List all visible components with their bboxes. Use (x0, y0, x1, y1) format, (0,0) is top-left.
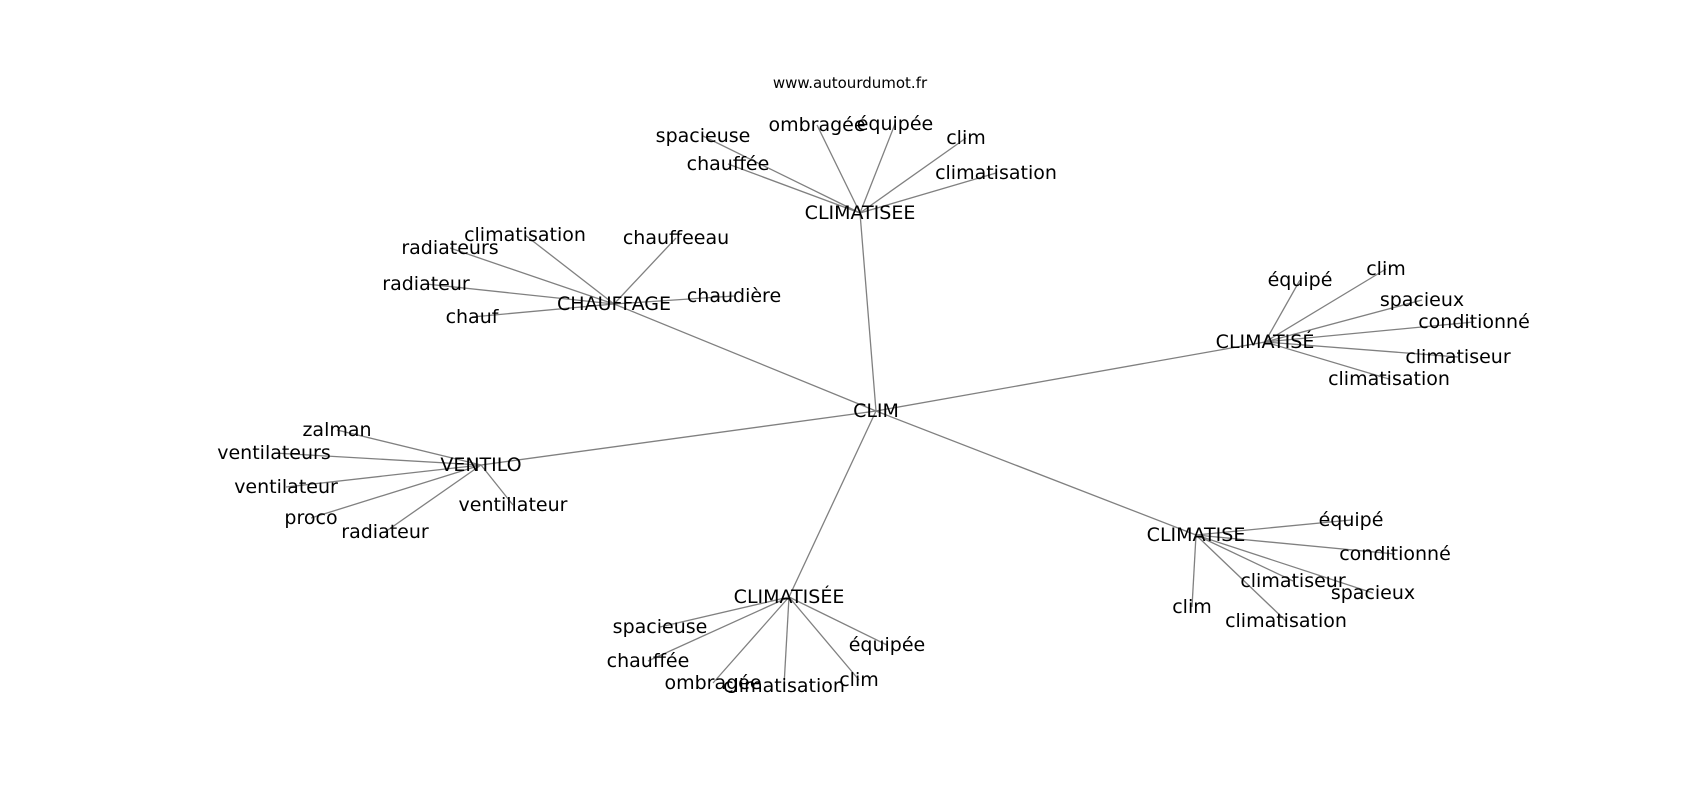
node-b4: radiateur (382, 273, 470, 295)
node-c1: équipé (1268, 269, 1333, 291)
node-e3: climatiseur (1240, 570, 1346, 592)
node-a2: ombragée (768, 114, 865, 136)
node-clim_center: CLIM (853, 400, 899, 422)
node-d3: ventilateur (234, 476, 338, 498)
edge-climatise-e5 (1191, 534, 1197, 608)
node-b5: chaudière (687, 285, 781, 307)
node-b6: chauf (446, 306, 500, 328)
edge-ventilo-d4 (480, 464, 514, 506)
node-d1: zalman (302, 419, 371, 441)
edge-climatisee_acc-f2 (788, 596, 888, 646)
node-f5: climatisation (723, 675, 845, 697)
node-b3: radiateurs (401, 237, 498, 259)
node-a6: climatisation (935, 162, 1057, 184)
edge-chauffage-b6 (471, 303, 615, 318)
edge-climatise_acc-c2 (1264, 268, 1387, 343)
edge-clim_center-climatisee (859, 212, 877, 412)
node-e4: spacieux (1331, 582, 1415, 604)
edge-chauffage-b2 (613, 237, 677, 305)
edge-climatisee-a4 (859, 137, 967, 214)
node-climatise: CLIMATISE (1147, 524, 1246, 546)
edge-climatisee-a5 (727, 163, 861, 214)
node-d2: ventilateurs (217, 442, 331, 464)
node-d6: radiateur (341, 521, 429, 543)
node-a5: chauffée (687, 153, 770, 175)
edges-layer (273, 123, 1475, 687)
edge-climatisee_acc-f6 (788, 596, 860, 681)
edge-chauffage-b1 (524, 234, 615, 305)
node-climatise_acc: CLIMATISÉ (1216, 330, 1315, 353)
edge-climatise_acc-c5 (1264, 341, 1459, 358)
node-c5: climatiseur (1405, 346, 1511, 368)
node-e5: clim (1172, 596, 1212, 618)
edge-ventilo-d2 (273, 452, 482, 466)
edge-climatise-e6 (1195, 534, 1287, 622)
edge-clim_center-climatise_acc (875, 341, 1266, 412)
node-b2: chauffeeau (623, 227, 729, 249)
node-climatisee_acc: CLIMATISÉE (734, 585, 845, 608)
edge-clim_center-ventilo (480, 410, 877, 466)
node-ventilo: VENTILO (440, 454, 521, 476)
node-f1: spacieuse (613, 616, 708, 638)
node-a1: spacieuse (656, 125, 751, 147)
edge-ventilo-d5 (310, 464, 482, 519)
edge-climatisee_acc-f5 (783, 596, 790, 687)
edge-climatise-e4 (1195, 534, 1374, 594)
node-d4: ventillateur (459, 494, 568, 516)
node-c2: clim (1366, 258, 1406, 280)
edge-climatisee_acc-f4 (712, 596, 790, 684)
edge-climatisee-a3 (859, 123, 896, 214)
edge-clim_center-chauffage (613, 303, 877, 412)
node-d5: proco (284, 507, 337, 529)
node-e2: conditionné (1339, 543, 1451, 565)
node-f6: clim (839, 669, 879, 691)
node-f4: ombragée (664, 672, 761, 694)
node-climatisee: CLIMATISEE (805, 202, 916, 224)
node-chauffage: CHAUFFAGE (557, 293, 671, 315)
edge-climatise_acc-c1 (1264, 279, 1301, 343)
edge-climatisee_acc-f3 (647, 596, 790, 662)
node-a3: équipée (857, 113, 934, 135)
edge-chauffage-b3 (449, 247, 615, 305)
watermark: www.autourdumot.fr (773, 74, 928, 92)
edge-clim_center-climatise (875, 410, 1197, 536)
node-f2: équipée (849, 634, 926, 656)
edge-clim_center-climatisee_acc (788, 410, 877, 598)
node-e6: climatisation (1225, 610, 1347, 632)
edge-climatisee-a1 (702, 135, 861, 214)
edge-climatise-e2 (1195, 534, 1396, 555)
edge-ventilo-d3 (285, 464, 482, 488)
edge-climatise-e1 (1195, 519, 1352, 536)
node-c4: conditionné (1418, 311, 1530, 333)
edge-ventilo-d6 (384, 464, 482, 533)
edge-ventilo-d1 (336, 429, 482, 466)
node-b1: climatisation (464, 224, 586, 246)
node-c6: climatisation (1328, 368, 1450, 390)
edge-chauffage-b5 (613, 295, 735, 305)
edge-chauffage-b4 (425, 283, 615, 305)
node-e1: équipé (1319, 509, 1384, 531)
edge-climatise-e3 (1195, 534, 1294, 582)
edge-climatise_acc-c6 (1264, 341, 1390, 380)
edge-climatise_acc-c4 (1264, 321, 1475, 343)
node-c3: spacieux (1380, 289, 1464, 311)
node-a4: clim (946, 127, 986, 149)
nodes-layer: CLIM CLIMATISEE CHAUFFAGE CLIMATISÉ VENTILO C… (217, 113, 1530, 697)
edge-climatisee-a2 (816, 124, 861, 214)
node-f3: chauffée (607, 650, 690, 672)
edge-climatisee-a6 (859, 172, 997, 214)
edge-climatisee_acc-f1 (659, 596, 790, 628)
edge-climatise_acc-c3 (1264, 299, 1423, 343)
